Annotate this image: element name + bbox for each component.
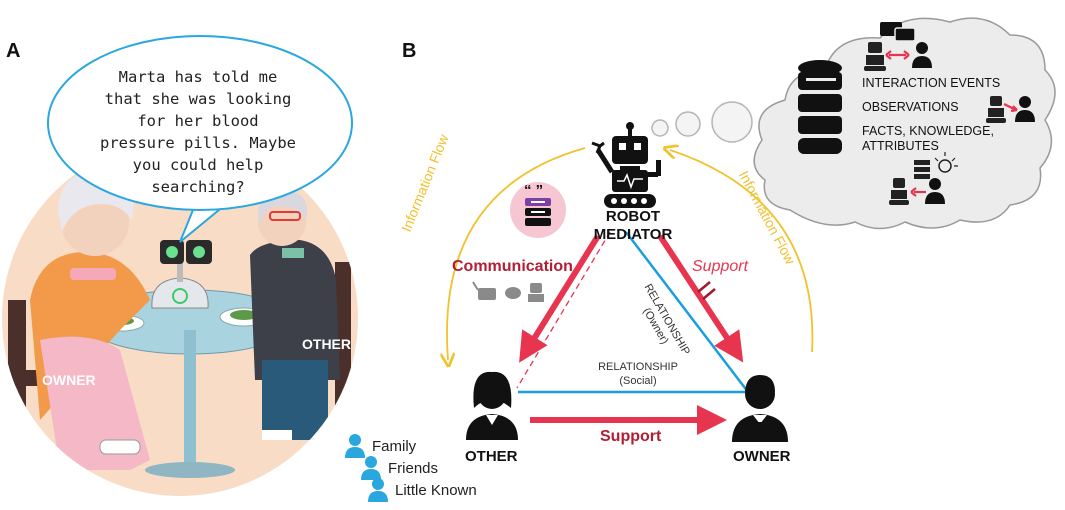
information-flow-left-arc bbox=[447, 147, 586, 360]
cloud-arrows bbox=[885, 50, 1018, 197]
relationship-social-line-2: (Social) bbox=[619, 375, 657, 387]
speech-line: pressure pills. Maybe bbox=[100, 134, 296, 152]
relationship-social-label: RELATIONSHIP (Social) bbox=[588, 360, 688, 388]
robot-mediator-label: ROBOT MEDIATOR bbox=[588, 208, 678, 244]
other-scene-label: OTHER bbox=[302, 336, 351, 352]
support-blocked-marks bbox=[697, 281, 716, 300]
robot-mediator-icon bbox=[591, 122, 661, 208]
communication-icons bbox=[472, 281, 544, 302]
speech-bubble-icon bbox=[880, 22, 916, 42]
thought-bubbles bbox=[651, 101, 753, 143]
robot-label-line-2: MEDIATOR bbox=[593, 226, 673, 243]
legend-little-known: Little Known bbox=[395, 482, 477, 499]
person-male-icon bbox=[912, 42, 1035, 204]
database-quote: “ ” bbox=[524, 182, 544, 199]
communication-arrow bbox=[519, 234, 601, 363]
other-person-label: OTHER bbox=[465, 448, 518, 465]
robot-label-line-1: ROBOT bbox=[605, 208, 661, 225]
speech-line: you could help bbox=[132, 156, 264, 174]
speech-bubble bbox=[47, 35, 353, 243]
robot-icon bbox=[864, 42, 1006, 205]
database-badge bbox=[510, 182, 566, 238]
person-female-icon bbox=[466, 371, 518, 440]
speech-line: Marta has told me bbox=[118, 68, 278, 86]
lightbulb-icon bbox=[934, 152, 958, 173]
communication-label: Communication bbox=[452, 258, 573, 275]
panel-letter-a: A bbox=[6, 40, 21, 62]
speech-line: searching? bbox=[151, 178, 245, 196]
support-top-arrow bbox=[657, 234, 744, 363]
relationship-social-line-1: RELATIONSHIP bbox=[598, 361, 678, 373]
speech-line: that she was looking bbox=[104, 90, 292, 108]
panel-letter-b: B bbox=[402, 40, 417, 62]
relationship-triangle bbox=[518, 231, 749, 394]
group-icon bbox=[345, 434, 388, 502]
cloud-item-observations: OBSERVATIONS bbox=[862, 100, 959, 114]
speech-bubble-text: Marta has told me that she was looking f… bbox=[58, 66, 338, 198]
owner-person-label: OWNER bbox=[733, 448, 791, 465]
server-icon bbox=[914, 160, 930, 179]
information-flow-right-arc bbox=[670, 150, 814, 353]
legend-family: Family bbox=[372, 438, 417, 455]
speech-line: for her blood bbox=[137, 112, 259, 130]
support-top-label: Support bbox=[692, 258, 749, 275]
owner-scene-label: OWNER bbox=[42, 372, 96, 388]
legend-friends: Friends bbox=[388, 460, 439, 477]
cloud-item-facts: FACTS, KNOWLEDGE, bbox=[862, 124, 994, 138]
cloud-item-interaction-events: INTERACTION EVENTS bbox=[862, 76, 1001, 90]
support-bottom-label: Support bbox=[600, 428, 662, 445]
scene-illustration bbox=[2, 140, 358, 496]
cloud-item-attributes: ATTRIBUTES bbox=[862, 139, 939, 153]
database-icon bbox=[798, 60, 842, 154]
person-male-icon bbox=[732, 375, 788, 442]
